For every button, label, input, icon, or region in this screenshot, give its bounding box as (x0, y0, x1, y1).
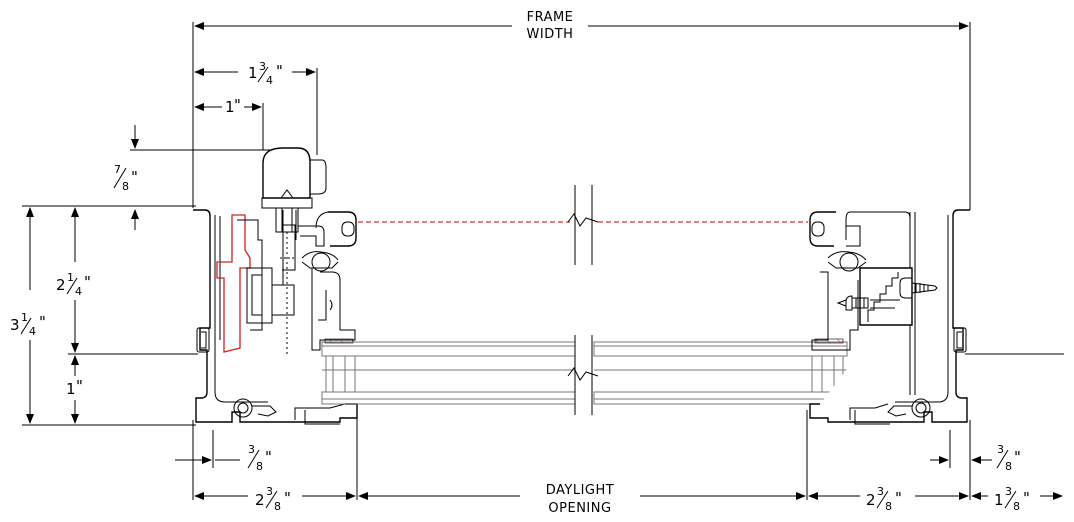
daylight-label-1: DAYLIGHT (546, 483, 614, 498)
dimension-1-top: 1 " (194, 96, 264, 150)
dimension-bottom-left: 3 8 " 2 3 8 " (175, 410, 358, 513)
dim-1-3-4-unit: " (276, 62, 283, 80)
dim-left-2-3-8-whole: 2 (255, 491, 265, 509)
dim-right-3-8-unit: " (1014, 448, 1021, 466)
frame-width-label-1: FRAME (527, 10, 574, 25)
dimension-vertical-left: 3 1 4 " 2 1 4 " 1 " (10, 205, 196, 426)
dim-right-2-3-8-num: 3 (877, 485, 884, 498)
dim-3-1-4-unit: " (39, 313, 46, 331)
dim-1-whole: 1 (225, 98, 235, 116)
dim-2-1-4-num: 1 (67, 271, 74, 284)
dim-right-1-3-8-num: 3 (1005, 485, 1012, 498)
daylight-opening-dimension: DAYLIGHT OPENING (358, 483, 806, 516)
dim-right-3-8-den: 8 (1005, 460, 1012, 473)
glazing-unit (321, 185, 848, 415)
left-frame-profile (193, 147, 358, 425)
dim-1-lower-unit: " (76, 377, 83, 395)
right-frame-profile (809, 209, 970, 425)
dim-1-unit: " (234, 96, 241, 114)
dimension-7-8: 7 8 " (113, 125, 290, 230)
dim-1-3-4-whole: 1 (248, 64, 258, 82)
dim-3-1-4-whole: 3 (10, 316, 20, 334)
dim-left-2-3-8-num: 3 (266, 485, 273, 498)
dim-7-8-unit: " (131, 168, 138, 186)
dim-2-1-4-den: 4 (75, 285, 82, 298)
dim-right-2-3-8-unit: " (895, 489, 902, 507)
dim-1-lower-whole: 1 (66, 380, 76, 398)
dim-right-1-3-8-whole: 1 (994, 491, 1004, 509)
dim-right-2-3-8-den: 8 (885, 500, 892, 513)
dim-7-8-den: 8 (122, 180, 129, 193)
daylight-label-2: OPENING (548, 501, 611, 516)
dim-left-2-3-8-den: 8 (274, 500, 281, 513)
dim-3-1-4-den: 4 (29, 325, 36, 338)
frame-width-dimension: FRAME WIDTH (192, 10, 971, 210)
dim-2-1-4-unit: " (84, 273, 91, 291)
frame-width-label-2: WIDTH (527, 27, 574, 42)
dimension-1-3-4-top: 1 3 4 " (194, 60, 318, 155)
dim-right-1-3-8-den: 8 (1013, 500, 1020, 513)
dim-7-8-num: 7 (114, 163, 121, 176)
dim-right-3-8-num: 3 (997, 443, 1004, 456)
dim-left-3-8-num: 3 (248, 443, 255, 456)
dim-2-1-4-whole: 2 (56, 276, 66, 294)
dim-right-1-3-8-unit: " (1023, 489, 1030, 507)
dim-left-2-3-8-unit: " (284, 489, 291, 507)
dim-left-3-8-den: 8 (256, 460, 263, 473)
dim-3-1-4-num: 1 (21, 311, 28, 324)
dim-1-3-4-den: 4 (266, 74, 273, 87)
dim-left-3-8-unit: " (265, 448, 272, 466)
dim-right-2-3-8-whole: 2 (866, 491, 876, 509)
dimension-bottom-right: 3 8 " 2 3 8 " 1 3 8 " (806, 410, 1063, 513)
dim-1-3-4-num: 3 (259, 60, 266, 73)
